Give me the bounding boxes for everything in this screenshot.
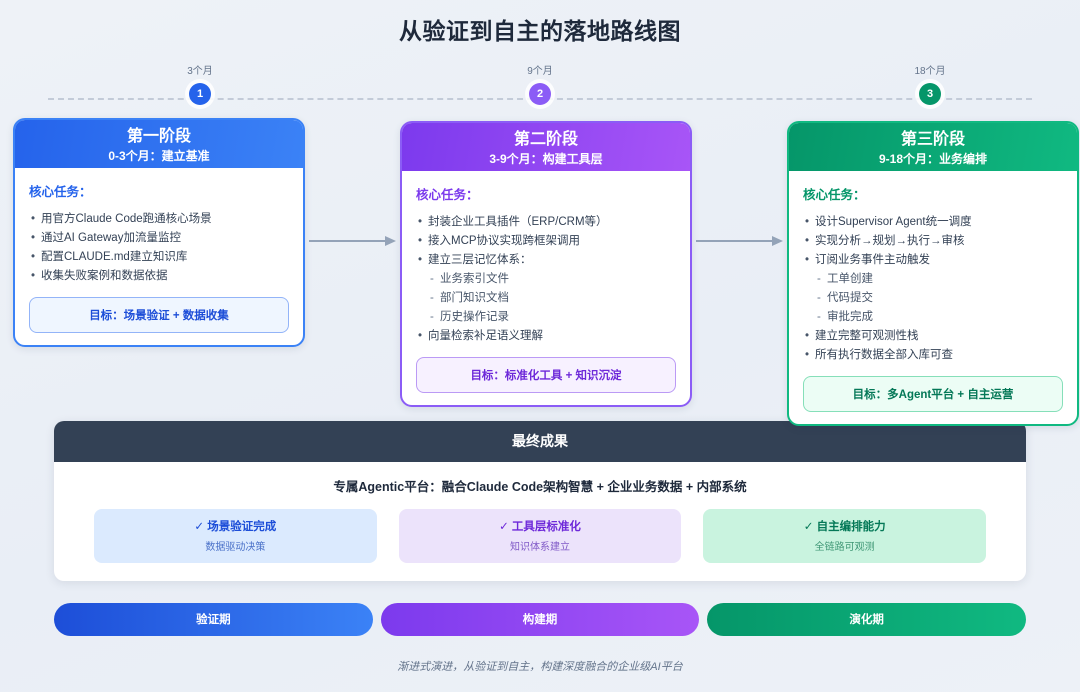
- list-item: 审批完成: [803, 307, 1063, 326]
- phase-1-subtitle: 0-3个月：建立基准: [108, 149, 210, 163]
- list-item: 建立完整可观测性栈: [803, 326, 1063, 345]
- footnote: 渐进式演进，从验证到自主，构建深度融合的企业级AI平台: [397, 661, 683, 673]
- result-chip-1-title: ✓ 场景验证完成: [194, 521, 277, 533]
- phase-period-bars: 验证期 构建期 演化期: [54, 603, 1027, 636]
- phase-3-goal: 目标：多Agent平台 + 自主运营: [803, 376, 1063, 412]
- list-item: 所有执行数据全部入库可查: [803, 345, 1063, 364]
- arrow-head: [385, 236, 396, 246]
- result-chip-1-sub: 数据驱动决策: [205, 542, 266, 553]
- phase-3-body: 核心任务： 设计Supervisor Agent统一调度 实现分析→规划→执行→…: [789, 171, 1077, 424]
- list-item: 历史操作记录: [416, 307, 676, 326]
- phase-2-title: 第二阶段: [513, 131, 578, 148]
- timeline-dot-2[interactable]: 2: [529, 83, 551, 105]
- list-item: 设计Supervisor Agent统一调度: [803, 212, 1063, 231]
- timeline-dot-1[interactable]: 1: [189, 83, 211, 105]
- timeline-dot-3[interactable]: 3: [919, 83, 941, 105]
- phase-card-2[interactable]: 第二阶段 3-9个月：构建工具层 核心任务： 封装企业工具插件（ERP/CRM等…: [400, 121, 692, 407]
- phase-card-1[interactable]: 第一阶段 0-3个月：建立基准 核心任务： 用官方Claude Code跑通核心…: [13, 118, 305, 347]
- list-item: 封装企业工具插件（ERP/CRM等）: [416, 212, 676, 231]
- phase-2-subtitle: 3-9个月：构建工具层: [489, 152, 603, 166]
- phase-1-body: 核心任务： 用官方Claude Code跑通核心场景 通过AI Gateway加…: [15, 168, 303, 345]
- timeline-node-3[interactable]: 18个月 3: [885, 62, 975, 105]
- phase-2-task-list: 封装企业工具插件（ERP/CRM等） 接入MCP协议实现跨框架调用 建立三层记忆…: [416, 212, 676, 345]
- final-result-subtitle: 专属Agentic平台：融合Claude Code架构智慧 + 企业业务数据 +…: [333, 480, 747, 494]
- page-title: 从验证到自主的落地路线图: [399, 18, 681, 44]
- phase-1-title: 第一阶段: [126, 128, 191, 145]
- arrow-phase1-to-phase2-icon: [309, 236, 399, 246]
- phase-cards: 第一阶段 0-3个月：建立基准 核心任务： 用官方Claude Code跑通核心…: [8, 118, 1079, 426]
- list-item: 用官方Claude Code跑通核心场景: [29, 209, 289, 228]
- phase-2-body: 核心任务： 封装企业工具插件（ERP/CRM等） 接入MCP协议实现跨框架调用 …: [402, 171, 690, 405]
- list-item: 实现分析→规划→执行→审核: [803, 231, 1063, 250]
- final-result-chips: ✓ 场景验证完成 数据驱动决策 ✓ 工具层标准化 知识体系建立 ✓ 自主编排能力…: [94, 509, 987, 563]
- list-item: 接入MCP协议实现跨框架调用: [416, 231, 676, 250]
- phase-1-header: 第一阶段 0-3个月：建立基准: [15, 120, 303, 168]
- list-item: 配置CLAUDE.md建立知识库: [29, 247, 289, 266]
- phase-3-title: 第三阶段: [900, 131, 965, 148]
- period-bar-validation[interactable]: 验证期: [54, 603, 373, 636]
- phase-3-header: 第三阶段 9-18个月：业务编排: [789, 123, 1077, 171]
- result-chip-3[interactable]: ✓ 自主编排能力 全链路可观测: [703, 509, 987, 563]
- result-chip-3-sub: 全链路可观测: [814, 542, 875, 553]
- phase-2-header: 第二阶段 3-9个月：构建工具层: [402, 123, 690, 171]
- result-chip-2[interactable]: ✓ 工具层标准化 知识体系建立: [398, 509, 682, 563]
- phase-1-tasks-label: 核心任务：: [29, 185, 92, 199]
- final-result-panel: 最终成果 专属Agentic平台：融合Claude Code架构智慧 + 企业业…: [54, 421, 1026, 581]
- timeline: 3个月 1 9个月 2 18个月 3: [48, 62, 1032, 114]
- phase-3-subtitle: 9-18个月：业务编排: [878, 152, 988, 166]
- list-item: 业务索引文件: [416, 269, 676, 288]
- arrow-phase2-to-phase3-icon: [696, 236, 786, 246]
- final-result-body: 专属Agentic平台：融合Claude Code架构智慧 + 企业业务数据 +…: [54, 462, 1026, 581]
- phase-1-task-list: 用官方Claude Code跑通核心场景 通过AI Gateway加流量监控 配…: [29, 209, 289, 285]
- phase-2-goal: 目标：标准化工具 + 知识沉淀: [416, 357, 676, 393]
- period-bar-build[interactable]: 构建期: [380, 603, 700, 636]
- result-chip-1[interactable]: ✓ 场景验证完成 数据驱动决策: [94, 509, 377, 563]
- list-item: 工单创建: [803, 269, 1063, 288]
- list-item: 收集失败案例和数据依据: [29, 266, 289, 285]
- phase-2-tasks-label: 核心任务：: [416, 188, 479, 202]
- phase-3-task-list: 设计Supervisor Agent统一调度 实现分析→规划→执行→审核 订阅业…: [803, 212, 1063, 364]
- period-bar-evolution[interactable]: 演化期: [707, 603, 1027, 636]
- list-item: 通过AI Gateway加流量监控: [29, 228, 289, 247]
- result-chip-2-title: ✓ 工具层标准化: [499, 521, 581, 533]
- list-item: 向量检索补足语义理解: [416, 326, 676, 345]
- phase-3-tasks-label: 核心任务：: [803, 188, 866, 202]
- timeline-label-1: 3个月: [187, 66, 213, 77]
- arrow-head: [772, 236, 783, 246]
- list-item: 部门知识文档: [416, 288, 676, 307]
- timeline-label-2: 9个月: [527, 66, 553, 77]
- list-item: 订阅业务事件主动触发: [803, 250, 1063, 269]
- timeline-label-3: 18个月: [914, 66, 946, 77]
- timeline-node-1[interactable]: 3个月 1: [155, 62, 245, 105]
- arrow-shaft: [696, 240, 774, 242]
- result-chip-2-sub: 知识体系建立: [510, 542, 570, 553]
- list-item: 代码提交: [803, 288, 1063, 307]
- list-item: 建立三层记忆体系：: [416, 250, 676, 269]
- phase-card-3[interactable]: 第三阶段 9-18个月：业务编排 核心任务： 设计Supervisor Agen…: [787, 121, 1079, 426]
- phase-1-goal: 目标：场景验证 + 数据收集: [29, 297, 289, 333]
- result-chip-3-title: ✓ 自主编排能力: [803, 521, 886, 533]
- final-result-heading: 最终成果: [54, 421, 1026, 462]
- timeline-node-2[interactable]: 9个月 2: [495, 62, 585, 105]
- arrow-shaft: [309, 240, 387, 242]
